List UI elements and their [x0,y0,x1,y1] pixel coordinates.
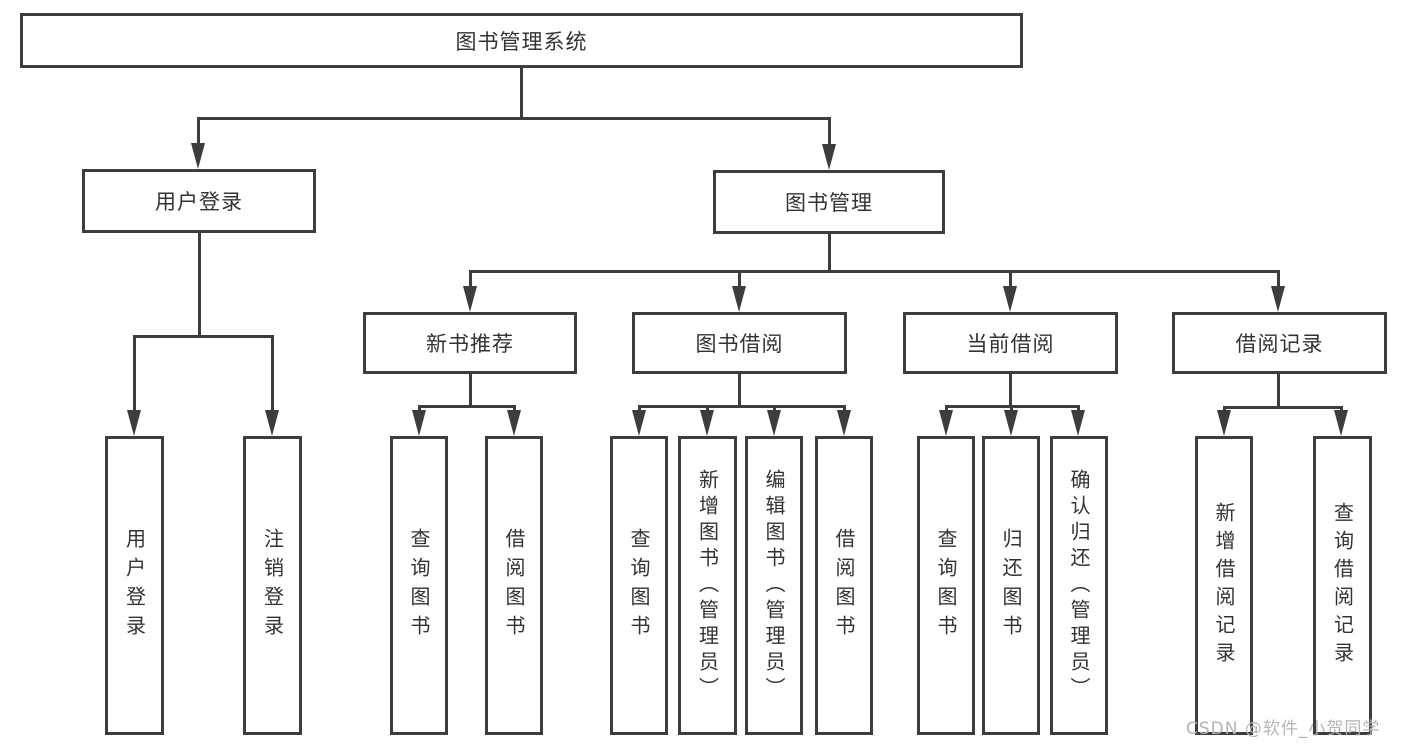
node-leaf-add-book-label: 新增图书（管理员） [695,468,720,703]
arrowhead-leaf-edit-book [767,410,781,436]
node-borrow-record-label: 借阅记录 [1235,332,1324,356]
node-leaf-add-borrow-record-label: 新增借阅记录 [1212,501,1236,670]
node-root: 图书管理系统 [20,13,1023,68]
node-current-borrow-label: 当前借阅 [966,332,1055,356]
node-leaf-query-borrow-record: 查询借阅记录 [1313,436,1372,735]
node-leaf-add-borrow-record: 新增借阅记录 [1195,436,1253,735]
node-leaf-user-login: 用户登录 [105,436,164,735]
connector-book-borrow-stem [738,270,741,288]
connector-user-login-stem [197,117,200,146]
node-leaf-borrow-book-1-label: 借阅图书 [502,527,526,644]
connector-current-borrow-down [1009,374,1012,408]
node-leaf-query-book-1: 查询图书 [390,436,448,735]
connector-leaf-stem [271,335,274,412]
connector-book-borrow-rail [638,405,845,408]
connector-book-mgmt-rail [469,270,1280,273]
arrowhead-leaf-user-login [127,410,141,436]
node-book-mgmt-label: 图书管理 [785,191,873,215]
watermark-text: CSDN @软件_小贺同学 [1186,719,1381,739]
connector-root-rail [197,117,831,120]
arrowhead-leaf-query-book-3 [939,410,953,436]
node-new-book: 新书推荐 [363,312,577,374]
node-leaf-confirm-return-label: 确认归还（管理员） [1067,468,1091,703]
node-leaf-query-book-1-label: 查询图书 [407,527,431,644]
node-leaf-logout-label: 注销登录 [260,527,285,644]
node-new-book-label: 新书推荐 [426,332,514,356]
connector-leaf-stem [773,405,776,414]
connector-root-stem [520,68,523,120]
connector-leaf-stem [418,405,421,414]
node-user-login-label: 用户登录 [155,190,243,214]
arrowhead-book-borrow [732,286,746,312]
node-current-borrow: 当前借阅 [903,312,1118,374]
arrowhead-leaf-borrow-book-1 [507,410,521,436]
arrowhead-new-book [463,286,477,312]
node-leaf-return-book-label: 归还图书 [999,527,1023,644]
node-book-borrow-label: 图书借阅 [695,332,784,356]
connector-user-login-rail [133,335,274,338]
arrowhead-leaf-add-book [700,410,714,436]
arrowhead-leaf-query-book-1 [412,410,426,436]
connector-borrow-record-stem [1277,270,1280,288]
connector-new-book-down [469,374,472,408]
node-leaf-return-book: 归还图书 [982,436,1040,735]
node-leaf-borrow-book-1: 借阅图书 [485,436,543,735]
connector-leaf-stem [638,405,641,414]
arrowhead-leaf-return-book [1004,410,1018,436]
arrowhead-borrow-record [1271,286,1285,312]
connector-borrow-record-down [1277,374,1280,409]
node-root-label: 图书管理系统 [455,29,588,54]
node-book-mgmt: 图书管理 [713,170,945,234]
node-leaf-add-book: 新增图书（管理员） [678,436,737,735]
arrowhead-user-login [191,143,205,169]
node-leaf-edit-book-label: 编辑图书（管理员） [762,468,786,703]
connector-new-book-rail [418,405,516,408]
node-book-borrow: 图书借阅 [632,312,847,374]
connector-leaf-stem [513,405,516,414]
connector-user-login-down [198,233,201,338]
arrowhead-leaf-query-borrow-record [1334,410,1348,436]
node-leaf-query-borrow-record-label: 查询借阅记录 [1330,501,1355,670]
node-leaf-confirm-return: 确认归还（管理员） [1050,436,1108,735]
arrowhead-current-borrow [1003,286,1017,312]
arrowhead-leaf-borrow-book-2 [837,410,851,436]
node-leaf-user-login-label: 用户登录 [122,527,147,644]
node-user-login: 用户登录 [82,169,316,233]
arrowhead-leaf-logout [265,410,279,436]
connector-book-mgmt-stem [828,117,831,146]
arrowhead-leaf-query-book-2 [632,410,646,436]
connector-leaf-stem [706,405,709,414]
connector-leaf-stem [1010,405,1013,414]
node-leaf-query-book-3-label: 查询图书 [934,527,958,644]
arrowhead-book-mgmt [822,144,836,170]
node-leaf-query-book-2-label: 查询图书 [627,527,651,644]
connector-new-book-stem [469,270,472,288]
node-leaf-logout: 注销登录 [243,436,302,735]
node-leaf-edit-book: 编辑图书（管理员） [745,436,803,735]
arrowhead-leaf-confirm-return [1071,410,1085,436]
connector-leaf-stem [843,405,846,414]
connector-book-mgmt-down [828,234,831,273]
node-leaf-borrow-book-2-label: 借阅图书 [832,527,856,644]
connector-current-borrow-stem [1009,270,1012,288]
connector-leaf-stem [133,335,136,412]
connector-borrow-record-rail [1223,406,1343,409]
arrowhead-leaf-add-borrow-record [1217,410,1231,436]
node-leaf-query-book-3: 查询图书 [917,436,975,735]
node-borrow-record: 借阅记录 [1172,312,1387,374]
connector-leaf-stem [1077,405,1080,414]
node-leaf-borrow-book-2: 借阅图书 [815,436,873,735]
node-leaf-query-book-2: 查询图书 [610,436,668,735]
connector-leaf-stem [945,405,948,414]
connector-book-borrow-down [738,374,741,408]
